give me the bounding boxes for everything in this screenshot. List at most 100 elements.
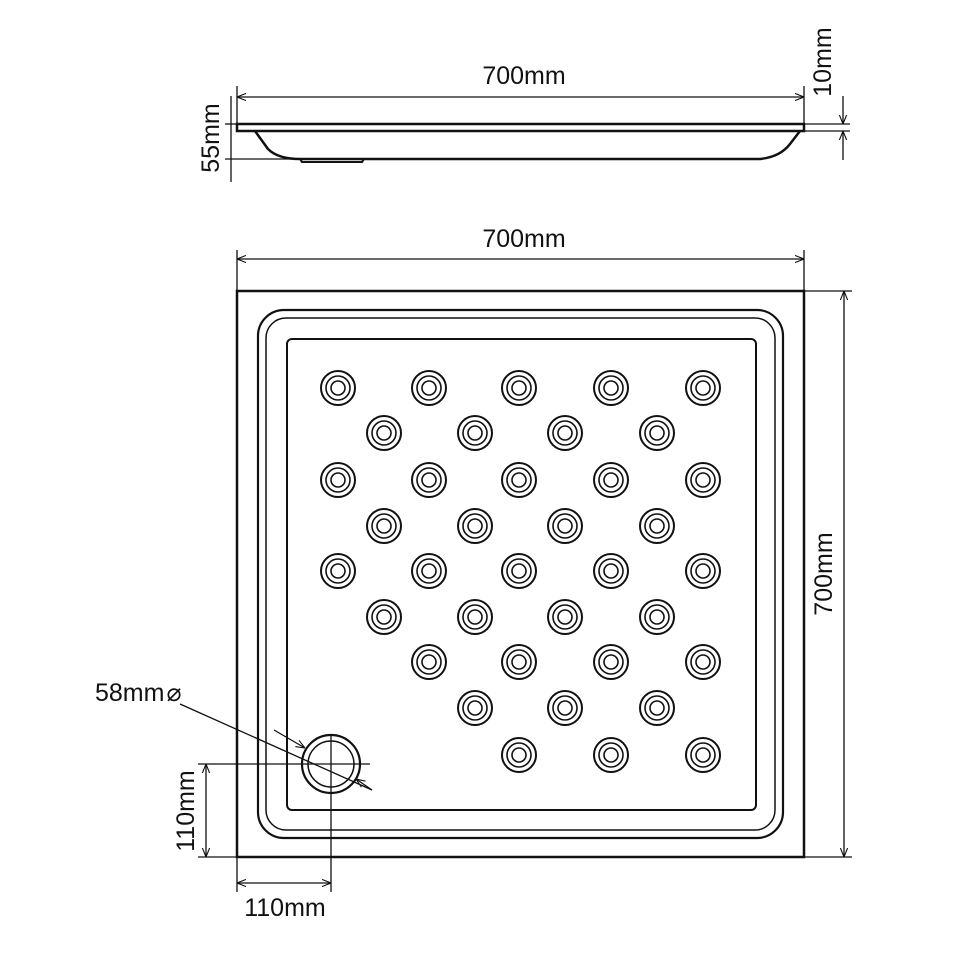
stud-outer-ring — [547, 690, 583, 726]
stud-outer-ring — [457, 508, 493, 544]
drain-offset-y-label: 110mm — [172, 770, 200, 852]
drain-diameter-label: 58mm⌀ — [95, 679, 182, 707]
stud-middle-ring — [690, 375, 716, 401]
rim-height-label: 10mm — [809, 27, 837, 96]
stud-inner-ring — [603, 654, 619, 670]
top-view: 700mm 700mm 58mm⌀ 110mm 110mm — [95, 225, 852, 922]
stud-middle-ring — [506, 467, 532, 493]
top-height-label: 700mm — [810, 532, 838, 615]
tray-basin — [286, 338, 757, 811]
anti-slip-stud — [501, 737, 537, 773]
stud-middle-ring — [416, 558, 442, 584]
stud-middle-ring — [416, 375, 442, 401]
stud-outer-ring — [639, 690, 675, 726]
anti-slip-stud — [547, 599, 583, 635]
stud-outer-ring — [639, 415, 675, 451]
side-view-rim — [235, 122, 806, 133]
stud-middle-ring — [506, 742, 532, 768]
stud-middle-ring — [598, 649, 624, 675]
stud-middle-ring — [325, 467, 351, 493]
stud-inner-ring — [557, 700, 573, 716]
stud-middle-ring — [325, 558, 351, 584]
stud-middle-ring — [371, 513, 397, 539]
stud-middle-ring — [644, 695, 670, 721]
stud-inner-ring — [511, 654, 527, 670]
stud-inner-ring — [330, 380, 346, 396]
stud-outer-ring — [639, 508, 675, 544]
stud-inner-ring — [467, 518, 483, 534]
stud-outer-ring — [501, 737, 537, 773]
stud-inner-ring — [649, 518, 665, 534]
stud-inner-ring — [649, 609, 665, 625]
anti-slip-stud — [320, 462, 356, 498]
stud-middle-ring — [644, 513, 670, 539]
anti-slip-stud — [457, 690, 493, 726]
anti-slip-stud — [411, 370, 447, 406]
stud-inner-ring — [330, 563, 346, 579]
stud-inner-ring — [695, 654, 711, 670]
stud-outer-ring — [320, 553, 356, 589]
stud-inner-ring — [421, 654, 437, 670]
stud-middle-ring — [690, 649, 716, 675]
stud-outer-ring — [320, 462, 356, 498]
stud-middle-ring — [506, 649, 532, 675]
anti-slip-stud — [366, 508, 402, 544]
stud-outer-ring — [685, 370, 721, 406]
stud-outer-ring — [457, 415, 493, 451]
stud-outer-ring — [366, 508, 402, 544]
anti-slip-stud — [547, 508, 583, 544]
anti-slip-stud — [593, 370, 629, 406]
stud-middle-ring — [552, 420, 578, 446]
stud-inner-ring — [511, 380, 527, 396]
drain-diameter-leader — [179, 703, 373, 791]
stud-inner-ring — [695, 747, 711, 763]
stud-outer-ring — [411, 370, 447, 406]
stud-outer-ring — [593, 553, 629, 589]
stud-middle-ring — [462, 513, 488, 539]
stud-outer-ring — [457, 599, 493, 635]
stud-outer-ring — [685, 644, 721, 680]
anti-slip-stud — [593, 553, 629, 589]
stud-inner-ring — [603, 380, 619, 396]
stud-outer-ring — [685, 462, 721, 498]
stud-outer-ring — [411, 644, 447, 680]
diameter-symbol: ⌀ — [166, 679, 181, 707]
anti-slip-stud — [593, 644, 629, 680]
stud-inner-ring — [695, 472, 711, 488]
anti-slip-stud — [501, 644, 537, 680]
stud-middle-ring — [371, 420, 397, 446]
side-view-waste-outlet — [299, 158, 365, 163]
anti-slip-stud — [547, 690, 583, 726]
anti-slip-stud — [457, 508, 493, 544]
stud-inner-ring — [376, 425, 392, 441]
drain-offset-x-label: 110mm — [244, 894, 326, 922]
anti-slip-stud — [457, 599, 493, 635]
stud-outer-ring — [501, 370, 537, 406]
anti-slip-stud — [639, 690, 675, 726]
stud-inner-ring — [511, 563, 527, 579]
stud-outer-ring — [457, 690, 493, 726]
anti-slip-stud — [685, 644, 721, 680]
anti-slip-stud — [685, 553, 721, 589]
tray-rim-inner — [265, 317, 776, 831]
anti-slip-stud — [685, 462, 721, 498]
anti-slip-stud — [501, 370, 537, 406]
stud-inner-ring — [557, 425, 573, 441]
anti-slip-stud — [366, 599, 402, 635]
side-view: 700mm 10mm 55mm — [197, 27, 850, 182]
anti-slip-stud — [685, 737, 721, 773]
stud-outer-ring — [547, 508, 583, 544]
stud-outer-ring — [411, 553, 447, 589]
stud-inner-ring — [649, 425, 665, 441]
stud-middle-ring — [416, 649, 442, 675]
stud-inner-ring — [467, 700, 483, 716]
stud-outer-ring — [501, 644, 537, 680]
stud-middle-ring — [690, 742, 716, 768]
tray-outer-edge — [235, 289, 806, 859]
stud-middle-ring — [552, 604, 578, 630]
stud-inner-ring — [695, 380, 711, 396]
stud-outer-ring — [639, 599, 675, 635]
tray-rim-outer — [256, 308, 785, 840]
stud-middle-ring — [598, 558, 624, 584]
